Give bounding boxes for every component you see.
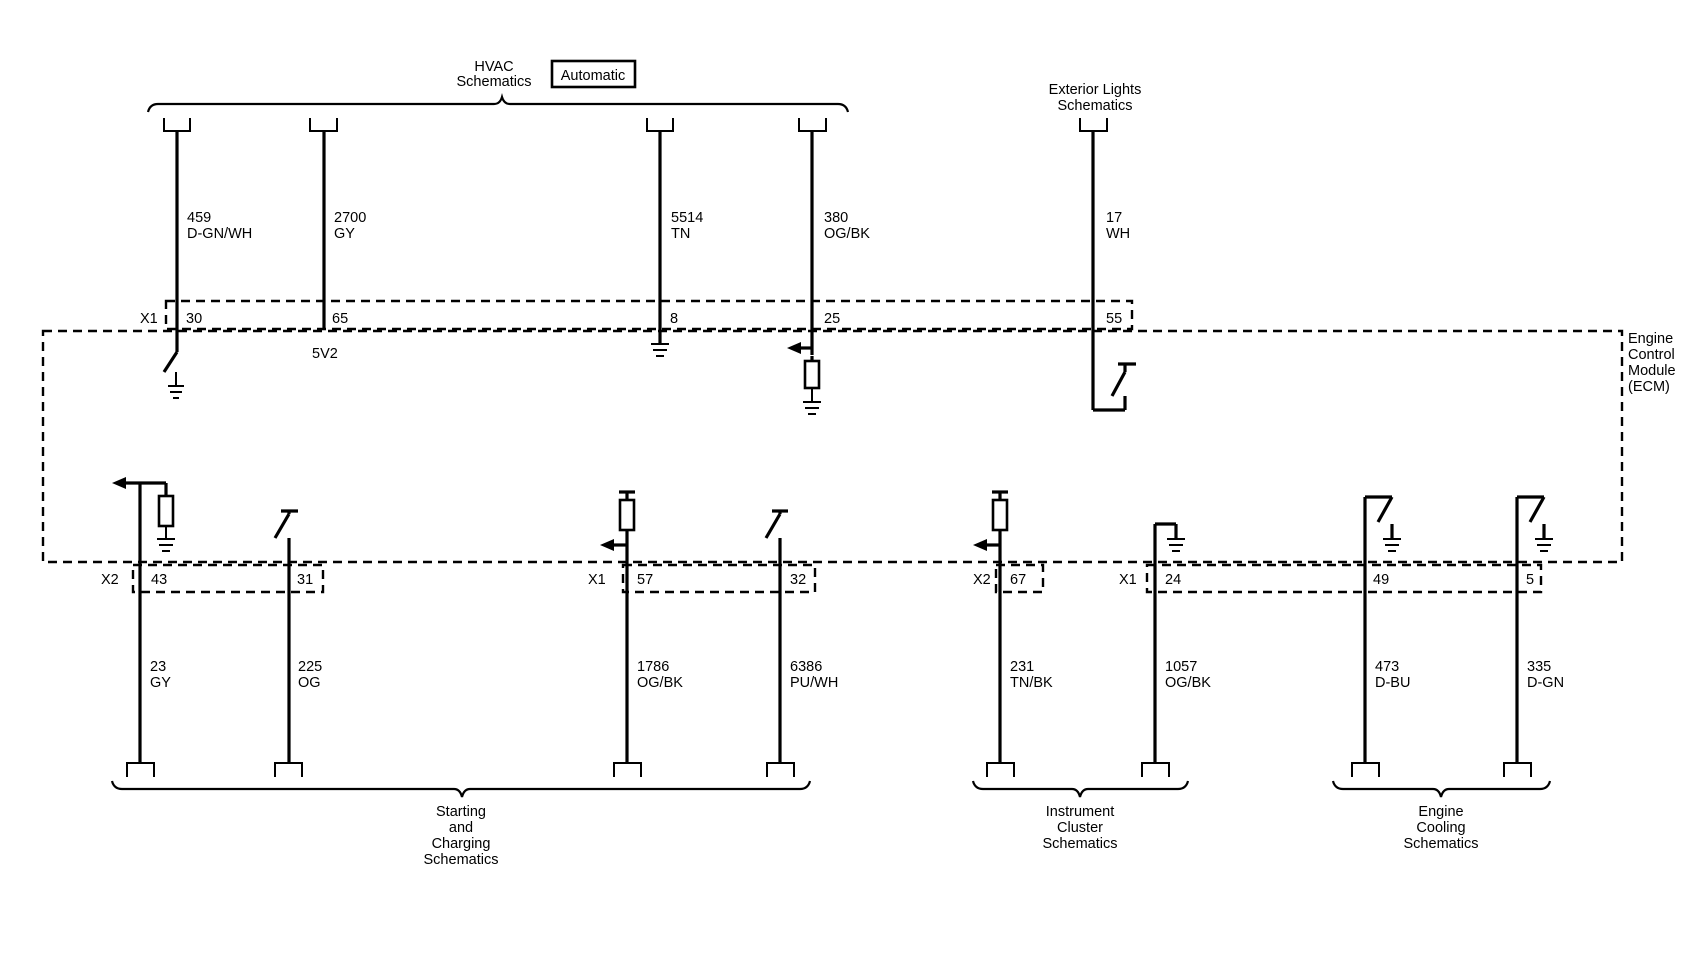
- connector-x1-top: [164, 299, 1134, 331]
- arrow-left-icon: [112, 477, 987, 551]
- svg-text:Instrument: Instrument: [1046, 804, 1115, 820]
- svg-text:Schematics: Schematics: [424, 852, 499, 868]
- bottom-wires: [126, 481, 1546, 763]
- svg-text:HVAC: HVAC: [474, 59, 513, 75]
- bottom-terminals: [126, 762, 1532, 777]
- svg-text:X1: X1: [1119, 572, 1137, 588]
- svg-text:459: 459: [187, 210, 211, 226]
- svg-text:Charging: Charging: [432, 836, 491, 852]
- svg-text:and: and: [449, 820, 473, 836]
- svg-text:2700: 2700: [334, 210, 366, 226]
- svg-text:1057: 1057: [1165, 659, 1197, 675]
- arrow-left-icon: [787, 342, 801, 354]
- svg-text:Engine: Engine: [1628, 331, 1673, 347]
- top-terminals: [163, 118, 1108, 132]
- svg-text:Engine: Engine: [1418, 804, 1463, 820]
- top-wires: [162, 131, 1136, 412]
- svg-text:23: 23: [150, 659, 166, 675]
- ground-icon: [157, 538, 1553, 552]
- svg-text:5: 5: [1526, 572, 1534, 588]
- svg-text:67: 67: [1010, 572, 1026, 588]
- svg-text:X2: X2: [973, 572, 991, 588]
- top-pin-numbers: 30 65 8 25 55: [186, 311, 1122, 327]
- svg-text:Module: Module: [1628, 363, 1676, 379]
- svg-text:Schematics: Schematics: [1404, 836, 1479, 852]
- automatic-badge: Automatic: [561, 68, 625, 84]
- svg-text:GY: GY: [150, 675, 171, 691]
- instrument-cluster-label: Instrument Cluster Schematics: [1043, 804, 1118, 852]
- svg-text:Exterior Lights: Exterior Lights: [1049, 82, 1142, 98]
- svg-text:OG/BK: OG/BK: [637, 675, 683, 691]
- svg-text:24: 24: [1165, 572, 1181, 588]
- svg-text:WH: WH: [1106, 226, 1130, 242]
- connector-label-x1-top: X1: [140, 311, 158, 327]
- svg-text:5514: 5514: [671, 210, 703, 226]
- svg-text:8: 8: [670, 311, 678, 327]
- svg-text:OG: OG: [298, 675, 321, 691]
- svg-text:D-GN: D-GN: [1527, 675, 1564, 691]
- engine-cooling-label: Engine Cooling Schematics: [1404, 804, 1479, 852]
- svg-text:GY: GY: [334, 226, 355, 242]
- bottom-connector-bands: [131, 563, 1543, 594]
- top-wire-labels: 459 D-GN/WH 2700 GY 5514 TN 380 OG/BK 17…: [187, 210, 1130, 242]
- ecm-label: Engine Control Module (ECM): [1628, 331, 1676, 395]
- bottom-braces: [110, 780, 1552, 798]
- svg-text:X2: X2: [101, 572, 119, 588]
- hvac-schematics-label: HVAC Schematics: [457, 59, 532, 90]
- svg-text:Control: Control: [1628, 347, 1675, 363]
- svg-text:231: 231: [1010, 659, 1034, 675]
- svg-text:32: 32: [790, 572, 806, 588]
- svg-text:473: 473: [1375, 659, 1399, 675]
- ecm-boundary: [41, 329, 1624, 564]
- starting-charging-label: Starting and Charging Schematics: [424, 804, 499, 868]
- svg-text:Cooling: Cooling: [1416, 820, 1465, 836]
- exterior-lights-label: Exterior Lights Schematics: [1049, 82, 1142, 114]
- bottom-wire-labels: 23 GY 225 OG 1786 OG/BK 6386 PU/WH 231 T…: [150, 659, 1564, 691]
- svg-text:Cluster: Cluster: [1057, 820, 1103, 836]
- svg-text:65: 65: [332, 311, 348, 327]
- svg-text:6386: 6386: [790, 659, 822, 675]
- svg-text:X1: X1: [588, 572, 606, 588]
- svg-text:Schematics: Schematics: [457, 74, 532, 90]
- svg-text:TN: TN: [671, 226, 690, 242]
- bottom-connector-labels: X2 X1 X2 X1: [101, 572, 1137, 588]
- svg-text:Schematics: Schematics: [1058, 98, 1133, 114]
- svg-text:(ECM): (ECM): [1628, 379, 1670, 395]
- svg-text:OG/BK: OG/BK: [1165, 675, 1211, 691]
- svg-text:Schematics: Schematics: [1043, 836, 1118, 852]
- svg-text:49: 49: [1373, 572, 1389, 588]
- svg-text:TN/BK: TN/BK: [1010, 675, 1053, 691]
- ground-icon: [168, 343, 821, 415]
- svg-text:335: 335: [1527, 659, 1551, 675]
- svg-text:1786: 1786: [637, 659, 669, 675]
- svg-text:43: 43: [151, 572, 167, 588]
- svg-text:31: 31: [297, 572, 313, 588]
- svg-text:PU/WH: PU/WH: [790, 675, 838, 691]
- svg-text:380: 380: [824, 210, 848, 226]
- svg-text:D-GN/WH: D-GN/WH: [187, 226, 252, 242]
- bottom-pin-numbers: 43 31 57 32 67 24 49 5: [151, 572, 1534, 588]
- svg-text:17: 17: [1106, 210, 1122, 226]
- svg-text:25: 25: [824, 311, 840, 327]
- hvac-brace: [146, 93, 850, 113]
- svg-text:30: 30: [186, 311, 202, 327]
- svg-text:OG/BK: OG/BK: [824, 226, 870, 242]
- svg-text:Starting: Starting: [436, 804, 486, 820]
- svg-text:225: 225: [298, 659, 322, 675]
- automatic-badge-box: [550, 59, 637, 89]
- svg-text:55: 55: [1106, 311, 1122, 327]
- reference-voltage-label: 5V2: [312, 346, 338, 362]
- svg-text:57: 57: [637, 572, 653, 588]
- svg-text:D-BU: D-BU: [1375, 675, 1410, 691]
